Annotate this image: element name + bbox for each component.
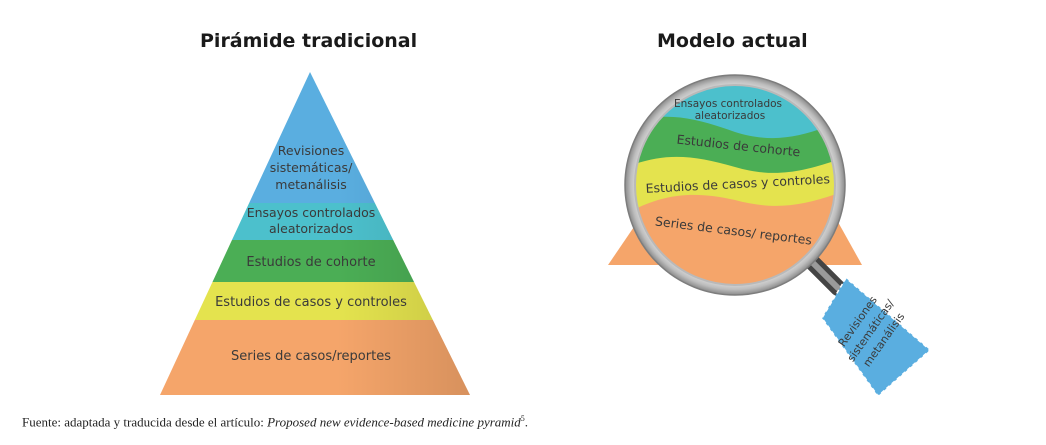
caption-ref: 5 [520, 414, 525, 423]
pyramid-corner-right [812, 222, 862, 265]
pyramid-corner-left [608, 218, 660, 265]
pyramid-label-cohort: Estudios de cohorte [246, 255, 375, 270]
pyramid-label-case-control: Estudios de casos y controles [215, 295, 407, 310]
pyramid-label-rct-2: aleatorizados [269, 221, 353, 236]
reviews-triangle [822, 278, 930, 396]
pyramid-label-reviews-3: metanálisis [275, 177, 346, 192]
pyramid-label-case-series: Series de casos/reportes [231, 349, 391, 364]
pyramid-label-reviews-2: sistemáticas/ [270, 160, 353, 175]
reviews-triangle-dashed-edge [821, 276, 932, 398]
lens-label-rct-1: Ensayos controlados [674, 98, 782, 110]
caption-prefix: Fuente: adaptada y traducida desde el ar… [22, 414, 268, 430]
pyramid-label-reviews-1: Revisiones [278, 143, 344, 158]
lens-label-rct-2: aleatorizados [695, 110, 766, 122]
caption-article: Proposed new evidence-based medicine pyr… [267, 414, 521, 430]
pyramid-label-rct-1: Ensayos controlados [247, 205, 376, 220]
lens-band-cohort [635, 112, 835, 173]
lens-band-case-control [635, 150, 835, 217]
magnifier-handle-highlight [809, 259, 841, 291]
right-title: Modelo actual [657, 30, 808, 52]
source-caption: Fuente: adaptada y traducida desde el ar… [22, 414, 528, 430]
caption-suffix: . [524, 414, 529, 430]
lens-inner-edge [634, 84, 836, 286]
current-model [608, 74, 932, 398]
left-title: Pirámide tradicional [200, 30, 418, 52]
